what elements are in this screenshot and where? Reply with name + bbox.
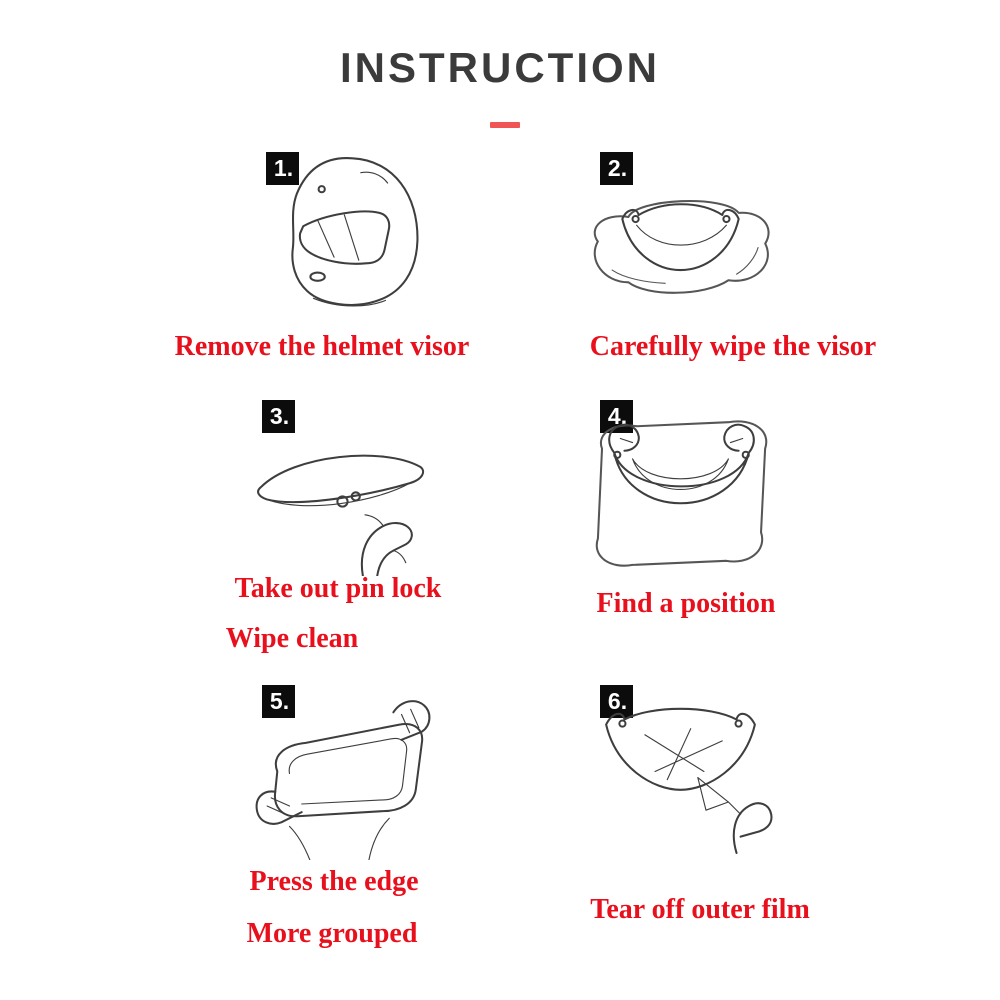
step-4-number-badge: 4. bbox=[600, 400, 633, 433]
step-1-number-badge: 1. bbox=[266, 152, 299, 185]
step-6-caption: Tear off outer film bbox=[590, 894, 810, 925]
step-2-illustration bbox=[583, 168, 778, 316]
page-title: INSTRUCTION bbox=[340, 44, 660, 91]
step-3-number-badge: 3. bbox=[262, 400, 295, 433]
title-underline-dash bbox=[490, 122, 520, 128]
step-3-caption-line-2: Wipe clean bbox=[225, 623, 359, 654]
step-6-number-badge: 6. bbox=[600, 685, 633, 718]
step-1-illustration bbox=[262, 150, 437, 320]
press-edge-icon bbox=[255, 700, 431, 860]
tear-film-icon bbox=[605, 707, 773, 854]
step-2-number-badge: 2. bbox=[600, 152, 633, 185]
step-5-number-badge: 5. bbox=[262, 685, 295, 718]
step-1-caption: Remove the helmet visor bbox=[174, 331, 470, 362]
step-2-caption: Carefully wipe the visor bbox=[589, 331, 877, 362]
step-6-illustration bbox=[583, 692, 778, 855]
pin-lock-removal-icon bbox=[257, 454, 425, 576]
film-positioning-icon bbox=[595, 420, 768, 567]
step-5-illustration bbox=[248, 692, 443, 860]
step-5-caption-line-1: Press the edge bbox=[249, 866, 419, 897]
step-4-illustration bbox=[583, 412, 778, 570]
step-3-illustration bbox=[248, 428, 438, 576]
step-4-caption: Find a position bbox=[596, 588, 776, 619]
step-3-caption-line-1: Take out pin lock bbox=[234, 573, 442, 604]
visor-wipe-icon bbox=[593, 200, 770, 294]
helmet-icon bbox=[291, 157, 419, 307]
step-5-caption-line-2: More grouped bbox=[246, 918, 418, 949]
